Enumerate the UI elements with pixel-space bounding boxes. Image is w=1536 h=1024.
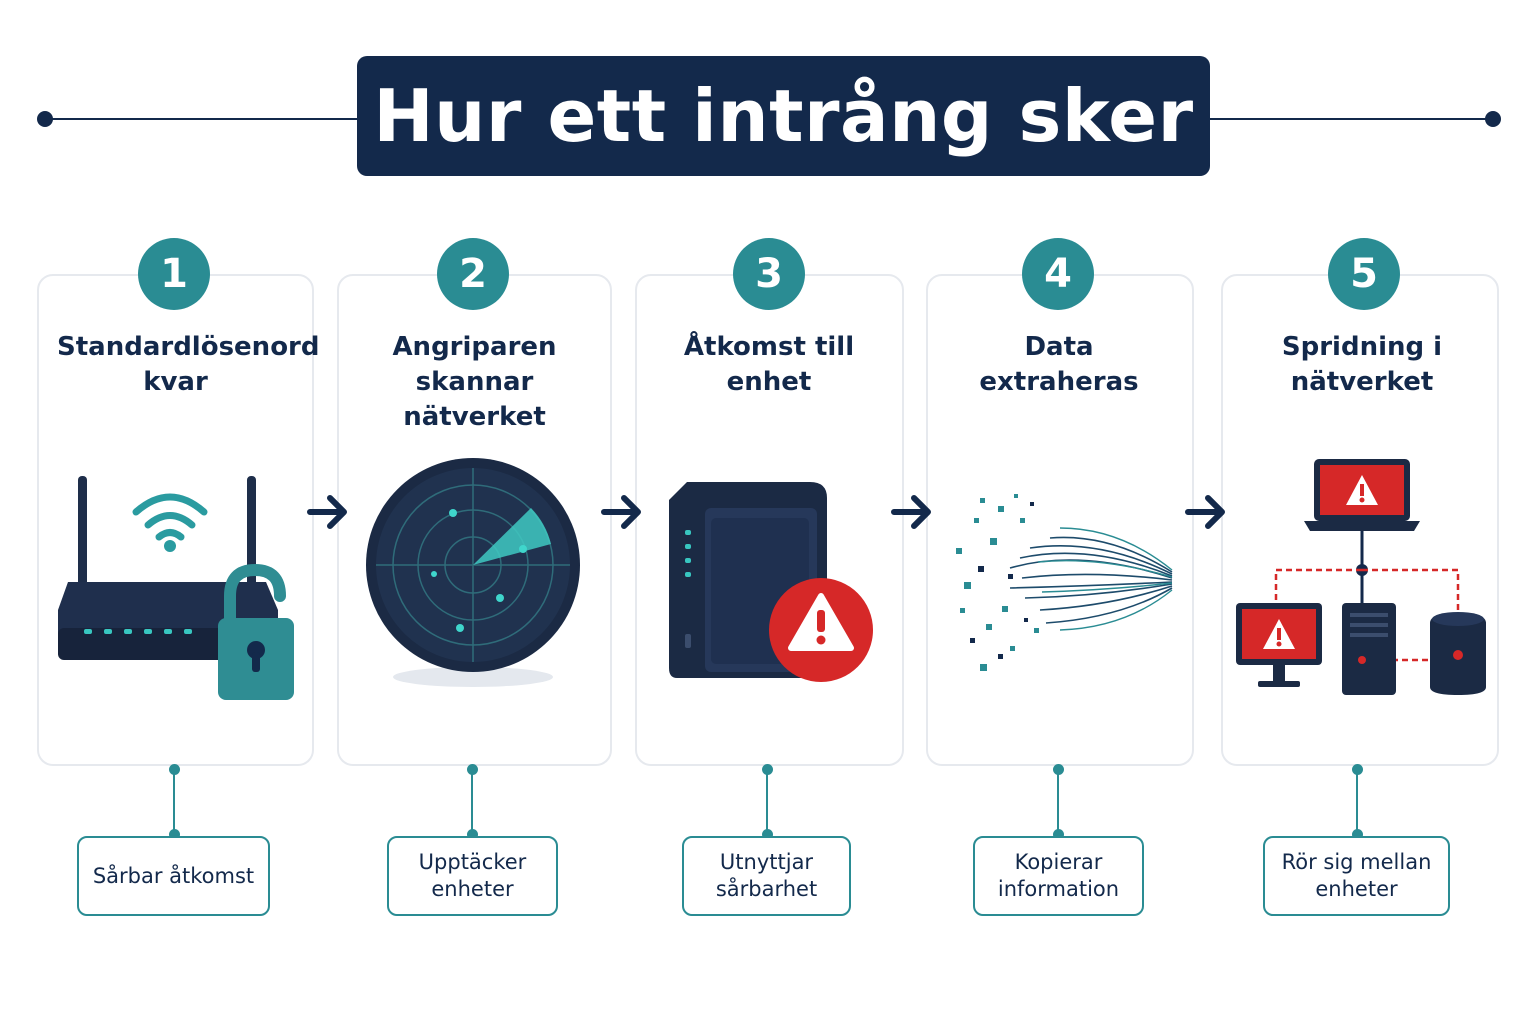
step-title-4: Data extraheras: [979, 332, 1139, 397]
connector-dot: [1053, 829, 1064, 840]
step-title-5: Spridning i nätverket: [1281, 332, 1443, 397]
step-label-3: Utnyttjar sårbarhet: [682, 836, 851, 916]
connector-dot: [1053, 764, 1064, 775]
step-title-2: Angriparen skannar nätverket: [392, 332, 557, 432]
warning-icon: [769, 578, 873, 682]
router-icon: [58, 476, 294, 700]
arrow-right-icon: [1185, 495, 1225, 529]
desktop-icon: [1236, 603, 1322, 687]
connector-dot: [1352, 764, 1363, 775]
server-icon: [669, 482, 873, 682]
step-badge-2: 2: [437, 238, 509, 310]
connector-dot: [762, 829, 773, 840]
connector-dot: [169, 764, 180, 775]
step-title-3: Åtkomst till enhet: [683, 332, 855, 397]
title-line-left: [44, 118, 358, 120]
arrow-right-icon: [891, 495, 931, 529]
connector-dot: [169, 829, 180, 840]
step-label-2: Upptäcker enheter: [387, 836, 558, 916]
step-label-4: Kopierar information: [973, 836, 1144, 916]
arrow-right-icon: [307, 495, 347, 529]
connector-dot: [1352, 829, 1363, 840]
connector-dot: [467, 764, 478, 775]
title-banner: Hur ett intrång sker: [357, 56, 1210, 176]
network-spread-illustration: [1236, 459, 1486, 695]
connector-dot: [762, 764, 773, 775]
step-badge-5: 5: [1328, 238, 1400, 310]
connector-1: [173, 767, 175, 835]
connector-4: [1057, 767, 1059, 835]
page-title: Hur ett intrång sker: [373, 74, 1194, 158]
connector-5: [1356, 767, 1358, 835]
step-badge-4: 4: [1022, 238, 1094, 310]
title-line-right: [1210, 118, 1492, 120]
step-label-5: Rör sig mellan enheter: [1263, 836, 1450, 916]
step-card-4: [926, 274, 1194, 766]
title-dot-left: [37, 111, 53, 127]
wifi-icon: [132, 493, 208, 541]
step-title-1: Standardlösenord kvar: [57, 332, 320, 397]
step-label-1: Sårbar åtkomst: [77, 836, 270, 916]
title-dot-right: [1485, 111, 1501, 127]
smart-speaker-icon: [1430, 612, 1486, 695]
arrow-right-icon: [601, 495, 641, 529]
connector-3: [766, 767, 768, 835]
open-padlock-icon: [218, 563, 294, 700]
step-badge-1: 1: [138, 238, 210, 310]
connector-2: [471, 767, 473, 835]
step-badge-3: 3: [733, 238, 805, 310]
data-stream-icon: [956, 494, 1173, 671]
radar-icon: [366, 458, 580, 687]
connector-dot: [467, 829, 478, 840]
laptop-icon: [1304, 459, 1420, 531]
tower-icon: [1342, 603, 1396, 695]
